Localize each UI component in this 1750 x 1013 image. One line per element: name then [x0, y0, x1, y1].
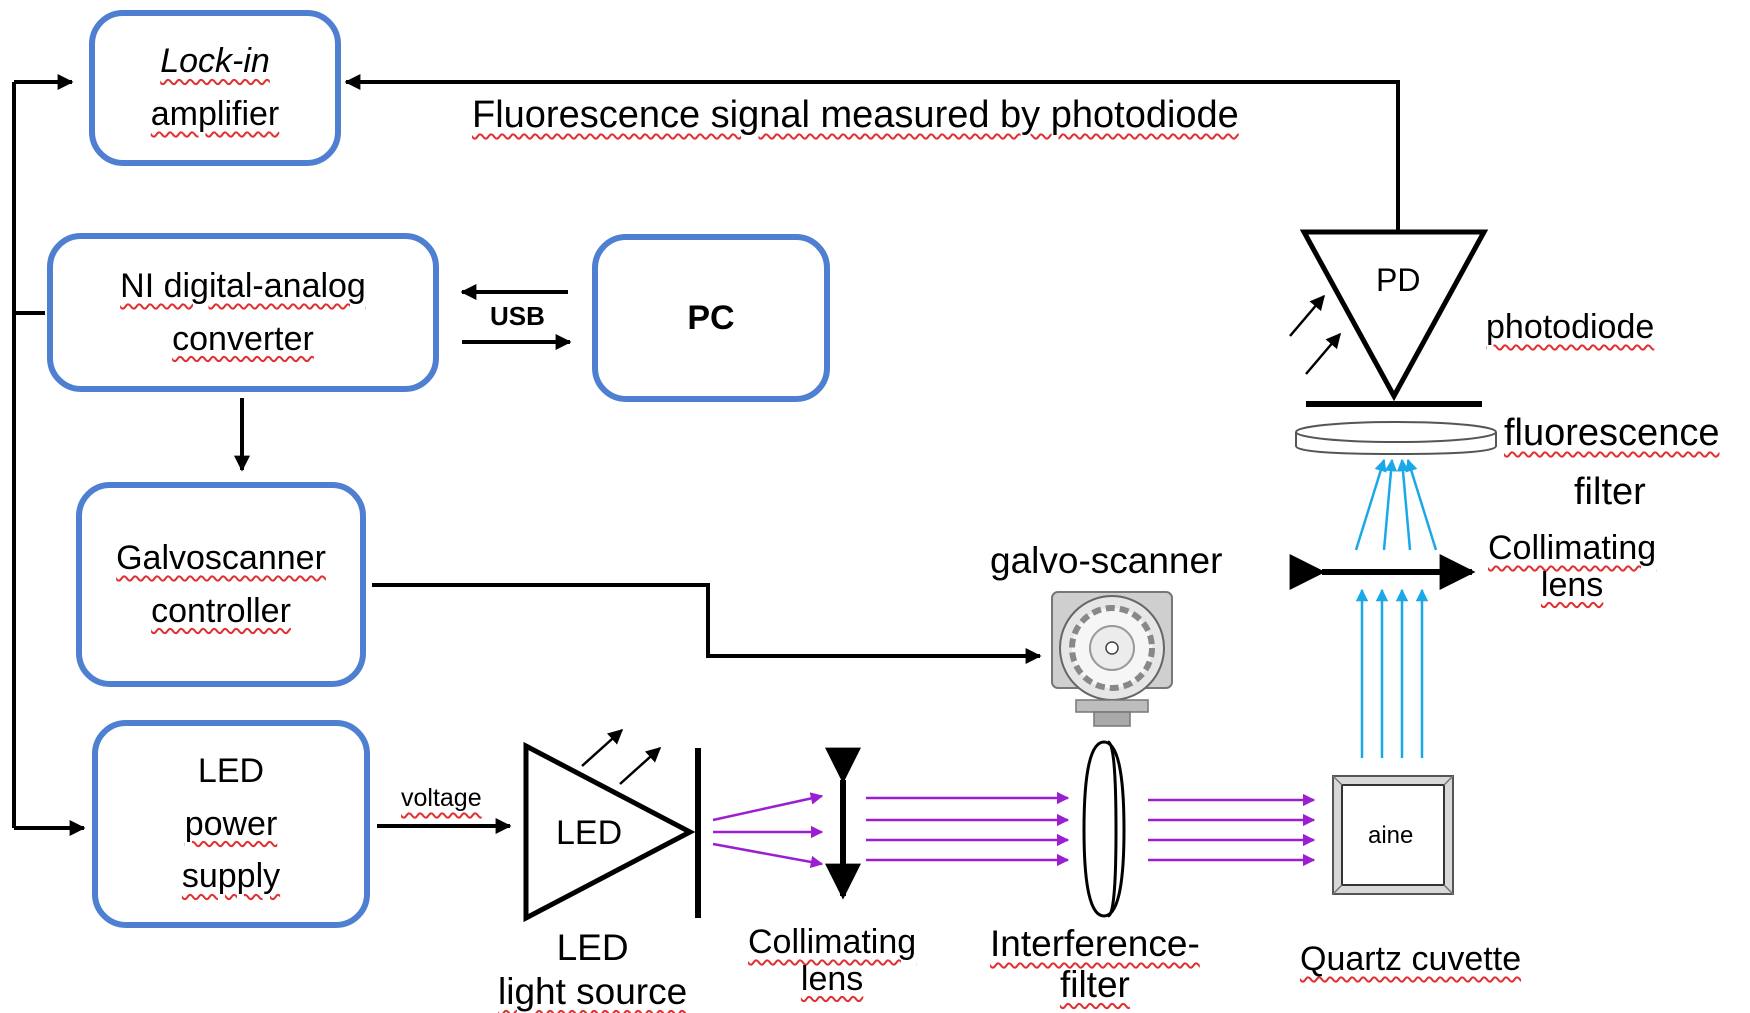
interference-filter-label: Interference- filter	[990, 923, 1200, 1005]
converter-label: converter	[172, 319, 314, 358]
galvoscanner-label: Galvoscanner	[116, 538, 326, 577]
galvoscanner-controller-box: Galvoscanner controller	[76, 482, 366, 687]
interference-word: Interference-	[990, 923, 1200, 964]
usb-label: USB	[490, 301, 545, 331]
fluorescence-word: fluorescence	[1504, 412, 1720, 454]
excitation-rays-filtered	[1148, 793, 1316, 867]
power-label: power	[184, 804, 278, 843]
fluorescence-filter-label: fluorescence filter	[1504, 404, 1719, 522]
light-source-word: light source	[498, 970, 688, 1012]
pc-box: PC	[592, 234, 830, 402]
pc-label: PC	[687, 298, 735, 337]
led-power-supply-box: LED power supply	[92, 720, 370, 928]
filter-bottom-word: filter	[1059, 963, 1130, 1005]
lock-in-label: Lock-in	[160, 42, 270, 81]
photodiode-symbol	[1289, 229, 1489, 407]
voltage-label: voltage	[401, 784, 482, 812]
photodiode-label: photodiode	[1486, 308, 1655, 346]
excitation-rays-diverging	[712, 792, 824, 869]
supply-label: supply	[181, 857, 281, 896]
quartz-cuvette-label: Quartz cuvette	[1300, 940, 1522, 978]
led-symbol	[523, 728, 701, 923]
fluorescence-signal-line	[344, 74, 1400, 230]
led-word: LED	[556, 927, 629, 968]
fluorescence-signal-label: Fluorescence signal measured by photodio…	[472, 94, 1239, 136]
ni-converter-box: NI digital-analog converter	[47, 233, 439, 392]
led-symbol-label: LED	[556, 814, 623, 852]
lens-bottom-word: lens	[800, 959, 864, 998]
filter-word: filter	[1574, 470, 1646, 513]
collimating-bottom-word: Collimating	[748, 923, 917, 961]
galvo-scanner-icon	[1051, 591, 1173, 727]
control-bus	[12, 74, 86, 836]
fluorescence-rays-collimated	[1355, 588, 1429, 758]
led-power-label: LED	[197, 751, 265, 790]
galvo-scanner-label: galvo-scanner	[990, 540, 1223, 581]
lens-top-word: lens	[1540, 565, 1604, 604]
collimating-lens-top-label: Collimating lens	[1488, 530, 1656, 603]
collimating-top-word: Collimating	[1488, 529, 1657, 567]
excitation-rays-collimated	[866, 791, 1070, 867]
lock-in-amplifier-box: Lock-in amplifier	[89, 10, 341, 166]
usb-arrows	[460, 284, 572, 350]
cuvette-content-label: aine	[1368, 822, 1414, 849]
fluorescence-rays-converging	[1354, 458, 1438, 551]
collimating-lens-bottom-label: Collimating lens	[748, 924, 916, 997]
quartz-cuvette	[1332, 775, 1454, 895]
galvo-control-line	[372, 583, 1042, 664]
interference-filter	[1082, 740, 1126, 918]
ni-label: NI digital-analog	[120, 266, 366, 305]
pd-label: PD	[1376, 262, 1421, 298]
led-light-source-label: LED light source	[498, 926, 687, 1013]
fluorescence-filter	[1295, 421, 1497, 456]
amplifier-label: amplifier	[150, 95, 280, 133]
controller-label: controller	[151, 591, 291, 630]
